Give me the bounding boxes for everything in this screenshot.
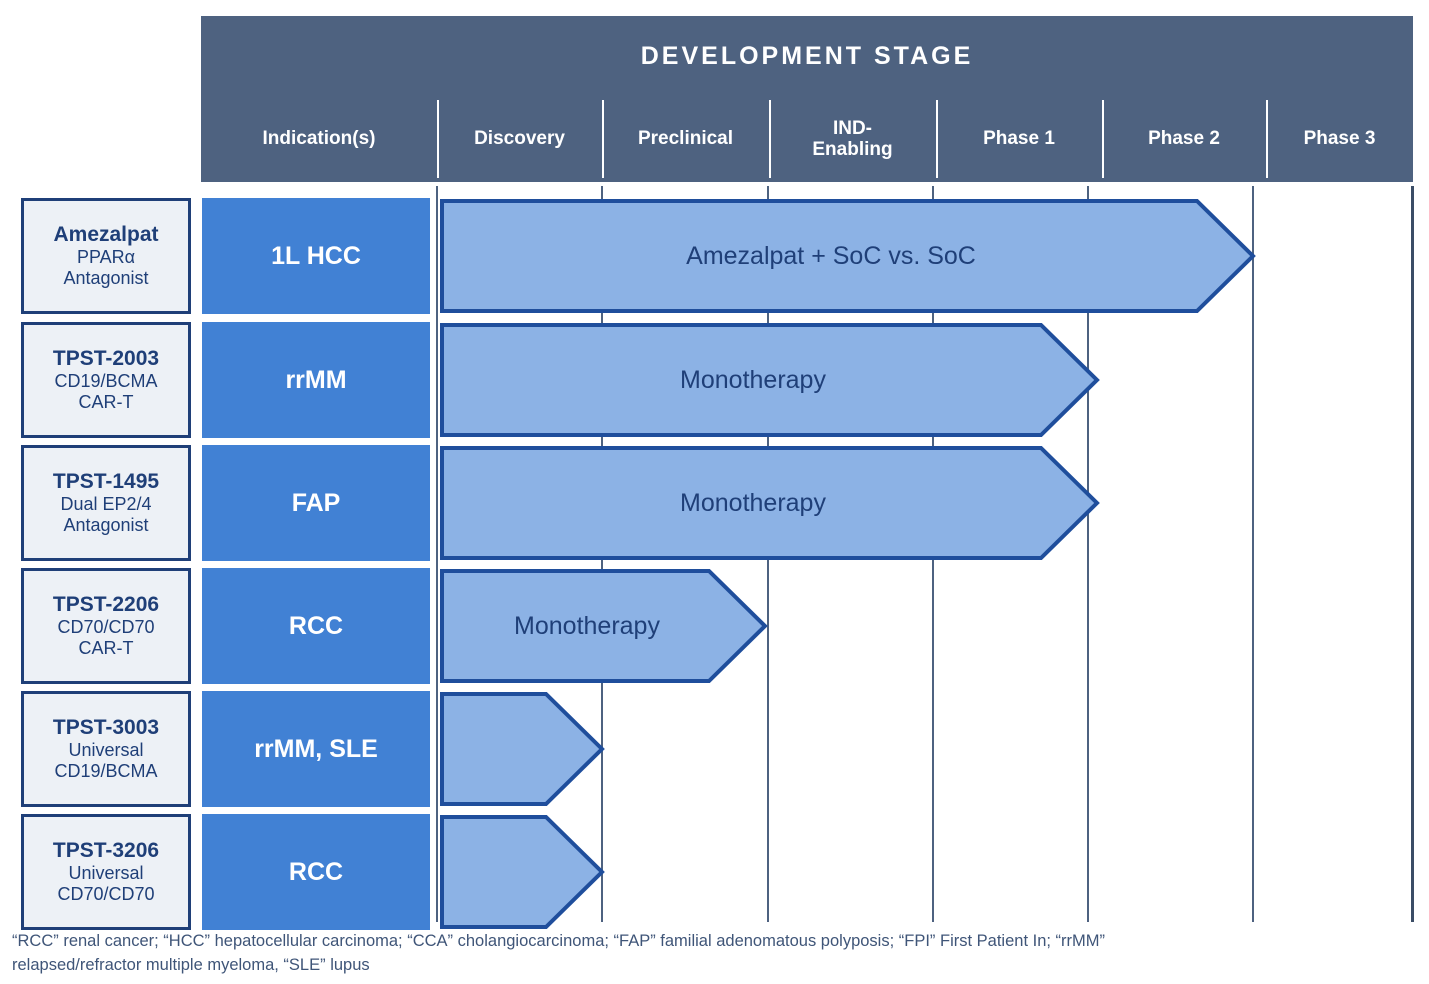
column-header-indication: Indication(s) <box>201 96 437 182</box>
grid-line-phase-2 <box>1087 186 1089 922</box>
asset-name: TPST-1495 <box>52 469 160 493</box>
table-row: TPST-2003 CD19/BCMA CAR-T rrMM Monothera… <box>0 322 1429 438</box>
asset-name: TPST-3206 <box>52 838 160 862</box>
table-row: TPST-3206 Universal CD70/CD70 RCC <box>0 814 1429 930</box>
asset-target-line-1: PPARα <box>76 246 136 267</box>
development-stage-header: DEVELOPMENT STAGE Indication(s) Discover… <box>201 16 1413 182</box>
indication-box[interactable]: RCC <box>202 814 430 930</box>
table-row: TPST-3003 Universal CD19/BCMA rrMM, SLE <box>0 691 1429 807</box>
asset-box-tpst-3003[interactable]: TPST-3003 Universal CD19/BCMA <box>21 691 191 807</box>
asset-target-line-2: Antagonist <box>63 515 149 536</box>
asset-box-amezalpat[interactable]: Amezalpat PPARα Antagonist <box>21 198 191 314</box>
column-header-ind-enabling-label: IND- Enabling <box>812 117 893 160</box>
asset-box-tpst-3206[interactable]: TPST-3206 Universal CD70/CD70 <box>21 814 191 930</box>
column-header-phase-3: Phase 3 <box>1266 96 1413 182</box>
asset-target-line-2: CAR-T <box>78 392 134 413</box>
asset-box-tpst-2206[interactable]: TPST-2206 CD70/CD70 CAR-T <box>21 568 191 684</box>
progress-bar-tpst-2003[interactable]: Monotherapy <box>440 322 1100 438</box>
arrow-shape-icon <box>440 569 768 683</box>
indication-box[interactable]: 1L HCC <box>202 198 430 314</box>
table-row: TPST-1495 Dual EP2/4 Antagonist FAP Mono… <box>0 445 1429 561</box>
asset-target-line-2: CD70/CD70 <box>57 884 155 905</box>
progress-bar-tpst-2206[interactable]: Monotherapy <box>440 568 768 684</box>
asset-name: TPST-2206 <box>52 592 160 616</box>
column-header-discovery: Discovery <box>437 96 602 182</box>
asset-box-tpst-2003[interactable]: TPST-2003 CD19/BCMA CAR-T <box>21 322 191 438</box>
indication-box[interactable]: rrMM <box>202 322 430 438</box>
grid-line-right-edge <box>1411 186 1414 922</box>
arrow-shape-icon <box>440 692 605 806</box>
asset-target-line-1: Dual EP2/4 <box>60 493 152 514</box>
indication-label: RCC <box>288 857 344 886</box>
indication-box[interactable]: RCC <box>202 568 430 684</box>
indication-box[interactable]: rrMM, SLE <box>202 691 430 807</box>
table-row: Amezalpat PPARα Antagonist 1L HCC Amezal… <box>0 198 1429 314</box>
arrow-shape-icon <box>440 323 1100 437</box>
asset-target-line-1: CD19/BCMA <box>54 370 158 391</box>
indication-label: FAP <box>291 488 341 517</box>
column-header-discovery-label: Discovery <box>474 128 565 150</box>
footnote-line-1: “RCC” renal cancer; “HCC” hepatocellular… <box>12 932 1106 950</box>
indication-label: rrMM, SLE <box>254 734 378 763</box>
column-header-preclinical-label: Preclinical <box>637 128 734 150</box>
grid-line-discovery-start <box>436 186 438 922</box>
column-header-phase-1-label: Phase 1 <box>983 128 1055 150</box>
asset-target-line-2: CD19/BCMA <box>54 761 158 782</box>
indication-box[interactable]: FAP <box>202 445 430 561</box>
footnote-line-2: relapsed/refractor multiple myeloma, “SL… <box>12 955 370 974</box>
column-header-phase-2-label: Phase 2 <box>1148 128 1220 150</box>
arrow-shape-icon <box>440 199 1256 313</box>
asset-name: Amezalpat <box>53 222 159 246</box>
column-header-indication-label: Indication(s) <box>262 128 376 150</box>
progress-bar-tpst-3206[interactable] <box>440 814 605 930</box>
progress-bar-tpst-1495[interactable]: Monotherapy <box>440 445 1100 561</box>
asset-name: TPST-2003 <box>52 346 160 370</box>
column-header-preclinical: Preclinical <box>602 96 769 182</box>
page-title: DEVELOPMENT STAGE <box>640 42 974 70</box>
progress-bar-tpst-3003[interactable] <box>440 691 605 807</box>
arrow-shape-icon <box>440 446 1100 560</box>
column-header-ind-enabling: IND- Enabling <box>769 96 936 182</box>
asset-target-line-2: Antagonist <box>63 268 149 289</box>
stage-column-headers: Indication(s) Discovery Preclinical IND-… <box>201 96 1413 182</box>
table-row: TPST-2206 CD70/CD70 CAR-T RCC Monotherap… <box>0 568 1429 684</box>
asset-target-line-2: CAR-T <box>78 638 134 659</box>
asset-target-line-1: CD70/CD70 <box>57 616 155 637</box>
indication-label: 1L HCC <box>271 241 361 270</box>
progress-bar-amezalpat[interactable]: Amezalpat + SoC vs. SoC <box>440 198 1256 314</box>
footnote: “RCC” renal cancer; “HCC” hepatocellular… <box>12 930 1412 978</box>
column-header-phase-2: Phase 2 <box>1102 96 1266 182</box>
asset-target-line-1: Universal <box>68 739 144 760</box>
pipeline-rows: Amezalpat PPARα Antagonist 1L HCC Amezal… <box>0 186 1429 930</box>
indication-label: rrMM <box>285 365 347 394</box>
asset-name: TPST-3003 <box>52 715 160 739</box>
asset-box-tpst-1495[interactable]: TPST-1495 Dual EP2/4 Antagonist <box>21 445 191 561</box>
asset-target-line-1: Universal <box>68 862 144 883</box>
column-header-phase-3-label: Phase 3 <box>1303 128 1376 150</box>
arrow-shape-icon <box>440 815 605 929</box>
column-header-phase-1: Phase 1 <box>936 96 1102 182</box>
grid-line-phase-3 <box>1252 186 1254 922</box>
indication-label: RCC <box>288 611 344 640</box>
